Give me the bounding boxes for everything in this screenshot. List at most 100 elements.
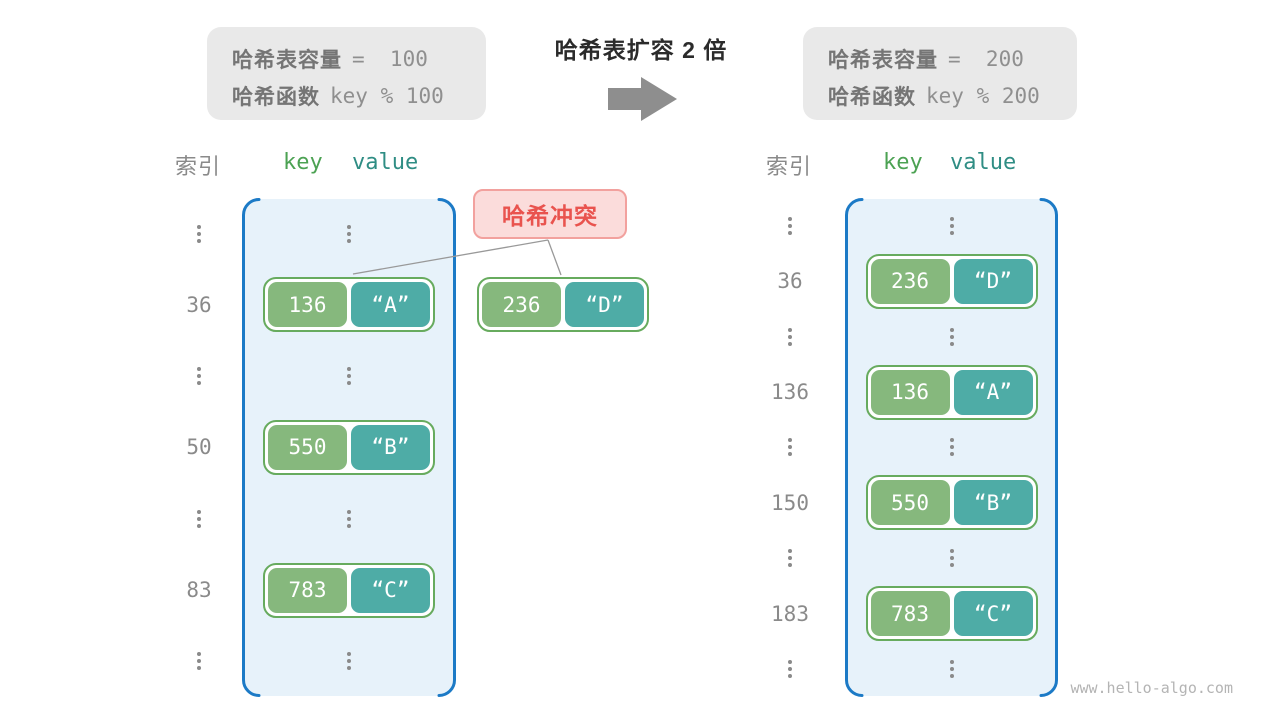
dots-row [242, 483, 456, 554]
entry-value: “C” [953, 591, 1033, 637]
index-label: 36 [777, 269, 803, 294]
bucket-entry: 783 “C” [865, 586, 1038, 642]
table-row: 783 “C” [242, 554, 456, 625]
dots-row [845, 420, 1058, 475]
table-rows: 236 “D” 136 “A” 550 “B” 783 “C” [845, 198, 1058, 697]
table-row: 550 “B” [845, 475, 1058, 531]
bucket-entry: 236 “D” [865, 253, 1038, 309]
ellipsis-icon [788, 216, 792, 235]
bucket-entry: 136 “A” [263, 277, 435, 333]
capacity-line: 哈希表容量 = 200 [828, 40, 1077, 77]
entry-key: 783 [268, 567, 347, 613]
ellipsis-icon [197, 224, 201, 243]
left-value-header: value [352, 150, 419, 175]
entry-value: “D” [565, 282, 644, 327]
bucket-entry: 136 “A” [865, 364, 1038, 420]
entry-value: “D” [953, 258, 1033, 304]
table-row: 236 “D” [845, 253, 1058, 309]
ellipsis-icon [949, 438, 954, 457]
left-index-header: 索引 [174, 154, 221, 179]
table-row: 136 “A” [242, 269, 456, 340]
bucket-entry: 550 “B” [263, 419, 435, 475]
bucket-entry: 783 “C” [263, 562, 435, 618]
index-label: 136 [771, 380, 809, 405]
dots-row [242, 198, 456, 269]
dots-row [845, 198, 1058, 253]
hash-function-label: 哈希函数 [828, 85, 916, 109]
entry-key: 550 [268, 424, 347, 470]
capacity-value: = 200 [948, 46, 1024, 71]
right-index-column: 36 136 150 183 [760, 198, 820, 697]
dots-row [760, 420, 820, 475]
capacity-label: 哈希表容量 [828, 48, 938, 72]
entry-value: “B” [351, 424, 430, 470]
ellipsis-icon [197, 509, 201, 528]
hash-function-line: 哈希函数 key % 100 [232, 77, 486, 114]
ellipsis-icon [949, 549, 954, 568]
dots-row [169, 341, 229, 412]
hash-table-before: 136 “A” 550 “B” 783 “C” [242, 198, 456, 697]
ellipsis-icon [788, 327, 792, 346]
ellipsis-icon [347, 367, 351, 386]
ellipsis-icon [347, 509, 351, 528]
entry-value: “B” [953, 480, 1033, 526]
left-index-column: 36 50 83 [169, 198, 229, 697]
ellipsis-icon [949, 660, 954, 679]
dots-row [760, 642, 820, 697]
right-key-header: key [883, 150, 923, 175]
diagram-title: 哈希表扩容 2 倍 [554, 37, 728, 63]
hash-collision-badge: 哈希冲突 [473, 189, 627, 239]
dots-row [845, 531, 1058, 586]
index-label: 83 [186, 578, 212, 603]
hash-table-after: 236 “D” 136 “A” 550 “B” 783 “C” [845, 198, 1058, 697]
ellipsis-icon [197, 652, 201, 671]
entry-key: 136 [870, 369, 950, 415]
capacity-info-box-after: 哈希表容量 = 200 哈希函数 key % 200 [803, 27, 1077, 120]
index-label: 183 [771, 601, 809, 626]
entry-key: 550 [870, 480, 950, 526]
entry-key: 236 [870, 258, 950, 304]
entry-value: “A” [351, 282, 430, 328]
colliding-entry: 236 “D” [477, 277, 649, 332]
right-arrow-icon [608, 77, 677, 121]
ellipsis-icon [788, 660, 792, 679]
dots-row [169, 483, 229, 554]
dots-row [845, 642, 1058, 697]
dots-row [760, 309, 820, 364]
dots-row [169, 626, 229, 697]
entry-value: “A” [953, 369, 1033, 415]
index-label: 150 [771, 490, 809, 515]
table-row: 550 “B” [242, 412, 456, 483]
capacity-label: 哈希表容量 [232, 48, 342, 72]
ellipsis-icon [949, 327, 954, 346]
ellipsis-icon [347, 224, 351, 243]
table-row: 783 “C” [845, 586, 1058, 642]
dots-row [845, 309, 1058, 364]
right-value-header: value [950, 150, 1017, 175]
capacity-line: 哈希表容量 = 100 [232, 40, 486, 77]
table-rows: 136 “A” 550 “B” 783 “C” [242, 198, 456, 697]
dots-row [760, 531, 820, 586]
entry-key: 136 [268, 282, 347, 328]
capacity-value: = 100 [352, 46, 428, 71]
hash-function-value: key % 100 [330, 83, 444, 108]
ellipsis-icon [949, 216, 954, 235]
entry-value: “C” [351, 567, 430, 613]
dots-row [760, 198, 820, 253]
hash-function-line: 哈希函数 key % 200 [828, 77, 1077, 114]
hash-function-value: key % 200 [926, 83, 1040, 108]
dots-row [242, 341, 456, 412]
hash-function-label: 哈希函数 [232, 85, 320, 109]
bucket-entry: 550 “B” [865, 475, 1038, 531]
left-key-header: key [283, 150, 323, 175]
ellipsis-icon [788, 438, 792, 457]
table-border-brackets [242, 198, 456, 697]
capacity-info-box-before: 哈希表容量 = 100 哈希函数 key % 100 [207, 27, 486, 120]
ellipsis-icon [347, 652, 351, 671]
index-label: 50 [186, 435, 212, 460]
ellipsis-icon [788, 549, 792, 568]
entry-key: 783 [870, 591, 950, 637]
dots-row [242, 626, 456, 697]
dots-row [169, 198, 229, 269]
watermark: www.hello-algo.com [1070, 679, 1233, 697]
